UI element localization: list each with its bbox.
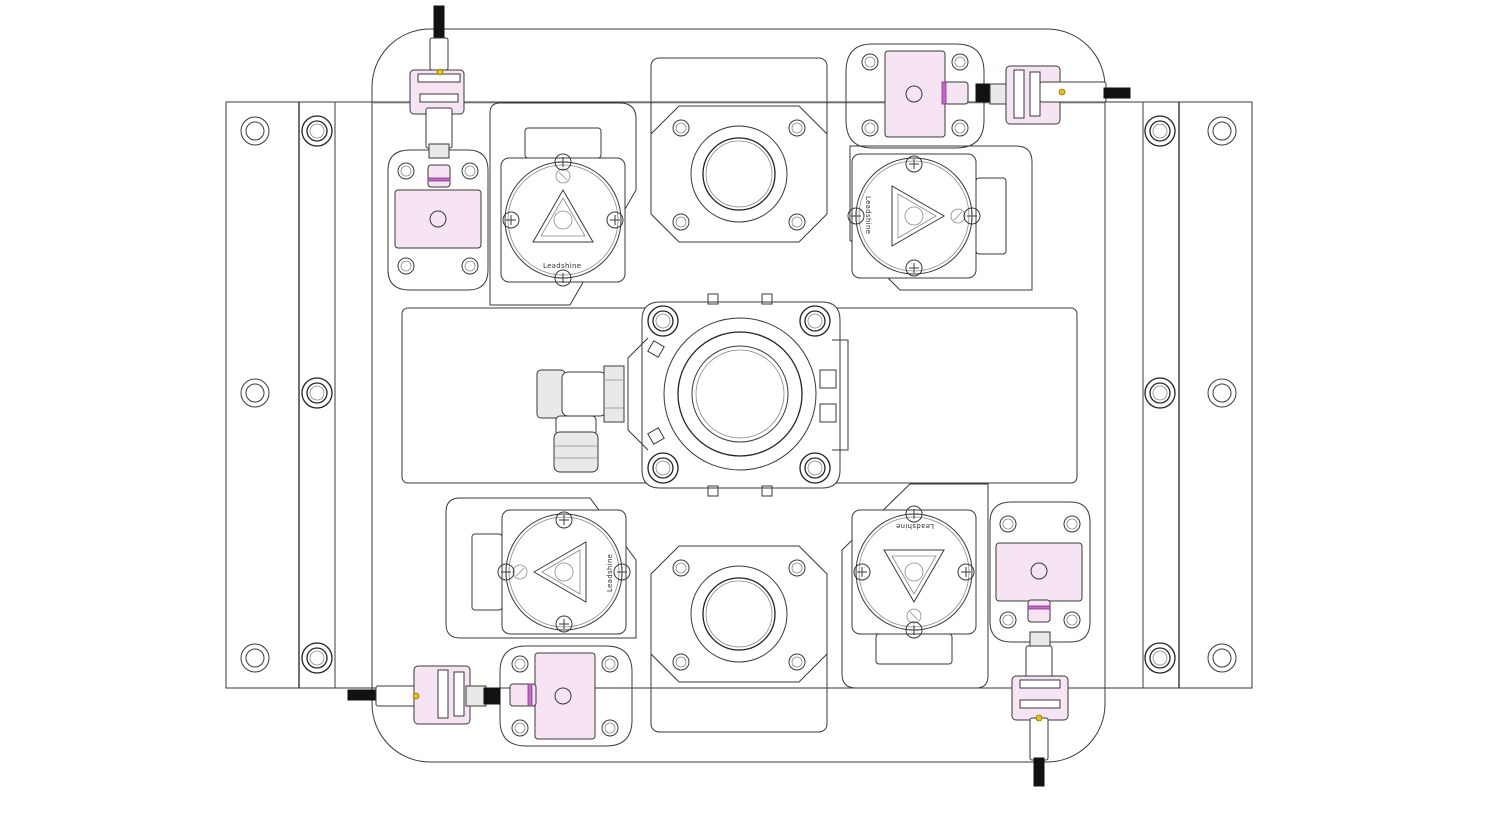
lamp-module-bottom-right: Leadshine [851, 505, 977, 665]
sensor-mount-block-bottom-left [499, 645, 633, 747]
frame-outer [225, 101, 1253, 689]
proximity-sensor-bottom-right [1011, 631, 1069, 787]
lamp-module-top-left: Leadshine [500, 127, 626, 287]
center-cylinder [627, 293, 849, 497]
lamp-brand-label: Leadshine [543, 262, 581, 270]
sensor-mount-block-top-right [845, 43, 985, 149]
lamp-module-top-right: Leadshine [847, 153, 1007, 279]
proximity-sensor-top-right [975, 65, 1131, 125]
sensor-mount-block-bottom-right [989, 501, 1091, 643]
back-plate [371, 28, 1106, 763]
lamp-housing-bottom-right [841, 483, 989, 689]
lamp-brand-label: Leadshine [864, 196, 872, 234]
magenta-marker-tabs [427, 81, 1051, 707]
lamp-brand-label: Leadshine [896, 522, 934, 530]
lamp-housing-top-right [849, 145, 1033, 291]
proximity-sensor-bottom-left [347, 665, 501, 725]
lamp-brand-label: Leadshine [606, 554, 614, 592]
frame-inner-left-rail [298, 101, 336, 689]
lamp-housing-bottom-left [445, 497, 637, 639]
frame-inner-right-rail [1142, 101, 1180, 689]
sensor-mount-block-top-left [387, 149, 489, 291]
lamp-module-bottom-left: Leadshine [471, 509, 631, 635]
bottom-flange [650, 545, 828, 683]
top-flange [650, 105, 828, 243]
proximity-sensor-top-left [409, 5, 465, 159]
pneumatic-elbow-fitting [536, 365, 625, 473]
